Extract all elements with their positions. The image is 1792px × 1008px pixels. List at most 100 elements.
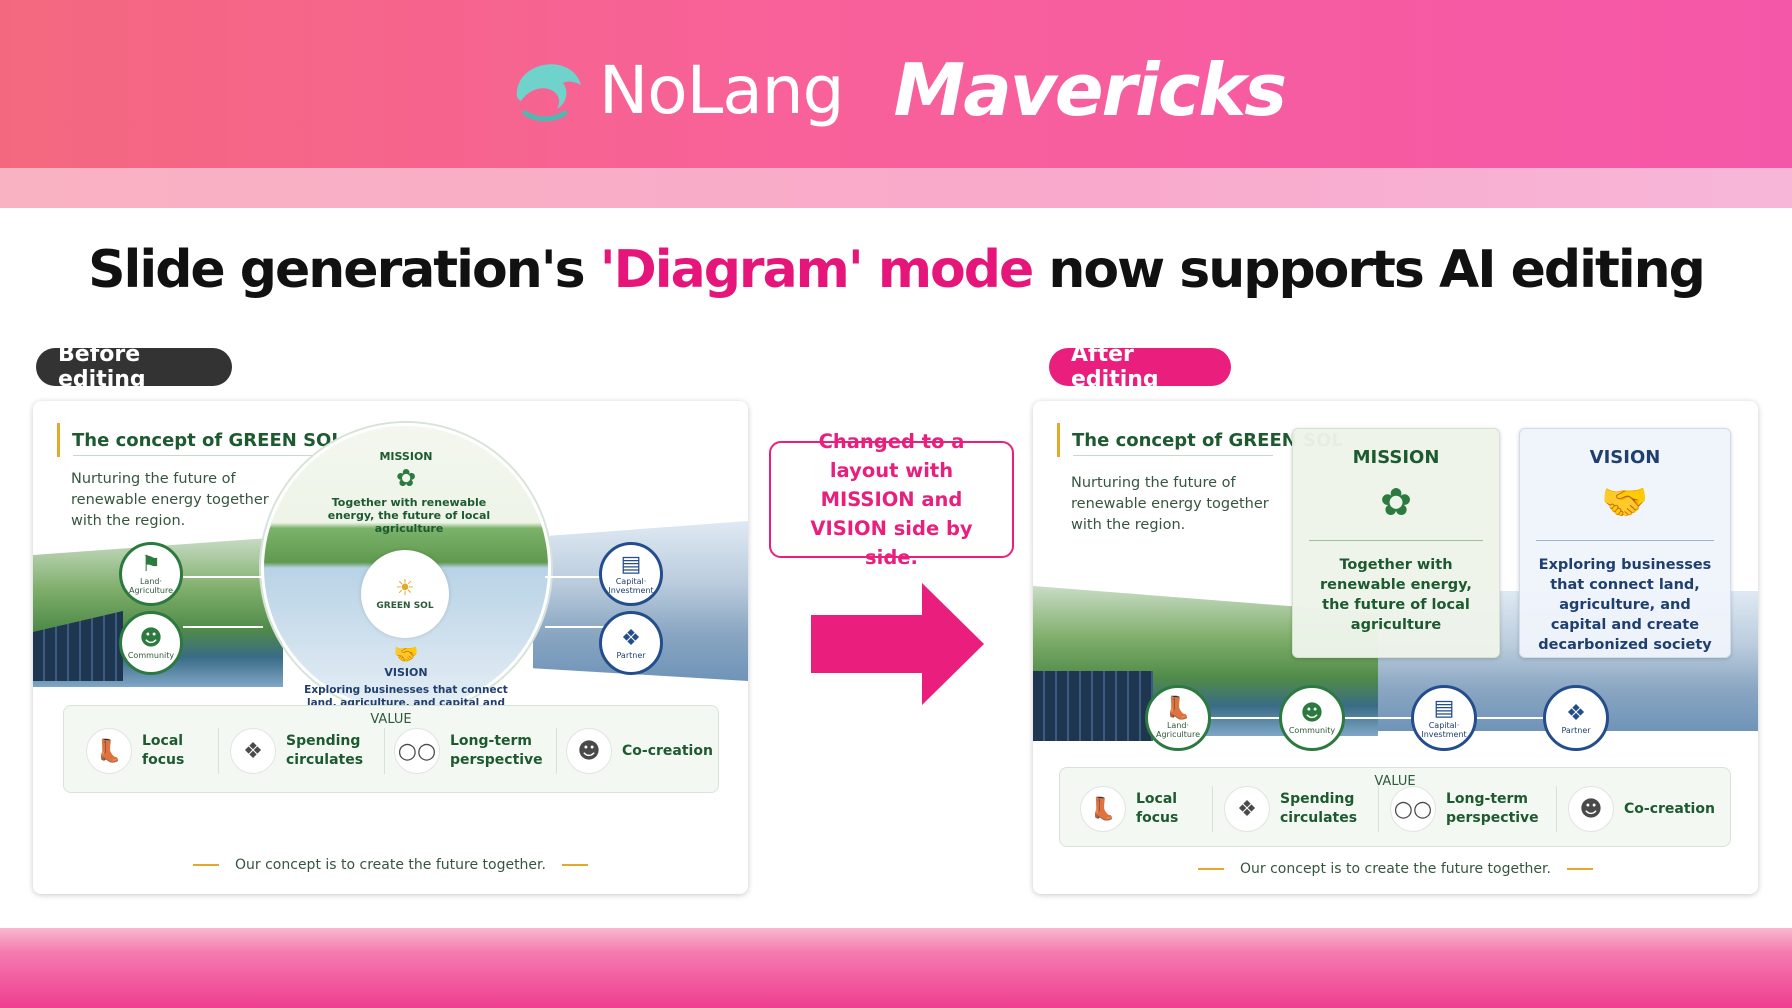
nolang-logo-text: NoLang xyxy=(598,51,845,129)
node-label: Land· Agriculture xyxy=(129,577,173,595)
people-icon: ☻ xyxy=(566,728,612,774)
after-slide: The concept of GREEN SOL Nurturing the f… xyxy=(1033,401,1758,894)
value-divider xyxy=(218,728,219,774)
connector-left-1 xyxy=(183,576,263,578)
node-capital-investment: ▤ Capital· Investment xyxy=(599,542,663,606)
node-label: Capital· Investment xyxy=(1421,721,1467,739)
vision-head: VISION xyxy=(384,666,428,679)
value-label: Spending circulates xyxy=(286,733,364,768)
slide-title: The concept of GREEN SOL xyxy=(1057,423,1343,457)
green-sol-badge: ☀ GREEN SOL xyxy=(361,550,449,638)
tagline-dash xyxy=(1566,868,1593,870)
value-co-creation: ☻ Co-creation xyxy=(1568,786,1724,832)
value-divider xyxy=(556,728,557,774)
node-connector-line xyxy=(1153,717,1583,719)
mission-card: MISSION ✿ Together with renewable energy… xyxy=(1292,428,1500,658)
boot-icon: 👢 xyxy=(1080,786,1126,832)
node-label: Land· Agriculture xyxy=(1156,721,1200,739)
mission-rule xyxy=(1309,540,1483,541)
mission-head: MISSION xyxy=(379,450,433,463)
tagline-text: Our concept is to create the future toge… xyxy=(1240,861,1551,877)
value-box: VALUE 👢 Local focus ❖ Spending circulate… xyxy=(63,705,719,793)
concept-circle: MISSION ✿ Together with renewable energy… xyxy=(261,423,551,713)
value-spending-circulates: ❖ Spending circulates xyxy=(230,728,366,774)
vision-card: VISION 🤝 Exploring businesses that conne… xyxy=(1519,428,1731,658)
tagline-dash xyxy=(1198,868,1225,870)
node-land-agriculture: ⚑ Land· Agriculture xyxy=(119,542,183,606)
value-divider xyxy=(1556,786,1557,832)
value-label: Local focus xyxy=(142,733,185,768)
title-rule xyxy=(73,455,313,456)
vision-head: VISION xyxy=(1589,447,1661,468)
node-label: Partner xyxy=(616,650,646,660)
value-long-term: ○○ Long-term perspective xyxy=(394,728,550,774)
before-slide: The concept of GREEN SOL Nurturing the f… xyxy=(33,401,748,894)
value-spending-circulates: ❖ Spending circulates xyxy=(1224,786,1360,832)
value-divider xyxy=(1212,786,1213,832)
value-title: VALUE xyxy=(370,712,412,727)
binoculars-icon: ○○ xyxy=(394,728,440,774)
brand-row: NoLang Mavericks xyxy=(0,40,1792,140)
solar-panels xyxy=(1033,671,1153,741)
right-arrow-head xyxy=(922,583,984,705)
node-label: Capital· Investment xyxy=(608,577,654,595)
node-community: ☻ Community xyxy=(1279,685,1345,751)
before-editing-label: Before editing xyxy=(36,342,232,392)
people-icon: ☻ xyxy=(139,625,163,651)
node-community: ☻ Community xyxy=(119,611,183,675)
node-capital-investment: ▤ Capital· Investment xyxy=(1411,685,1477,751)
headline-accent: 'Diagram' mode xyxy=(599,240,1035,300)
footer-band xyxy=(0,928,1792,1008)
vision-text: Exploring businesses that connect land, … xyxy=(1538,557,1712,653)
dolphin-icon xyxy=(516,64,581,122)
boot-icon: 👢 xyxy=(86,728,132,774)
tagline: Our concept is to create the future toge… xyxy=(33,857,748,873)
handshake-icon: 🤝 xyxy=(393,642,419,666)
node-partner: ❖ Partner xyxy=(1543,685,1609,751)
mission-text: Together with renewable energy, the futu… xyxy=(1320,557,1472,633)
sprout-hands-icon: ✿ xyxy=(1380,480,1412,524)
value-label: Spending circulates xyxy=(1280,791,1358,826)
sun-icon: ☀ xyxy=(395,576,415,601)
value-co-creation: ☻ Co-creation xyxy=(566,728,722,774)
value-label: Long-term perspective xyxy=(450,733,543,768)
value-label: Long-term perspective xyxy=(1446,791,1539,826)
handshake-icon: ❖ xyxy=(1566,700,1586,726)
mission-head: MISSION xyxy=(1352,447,1440,468)
puzzle-icon: ❖ xyxy=(230,728,276,774)
header-band xyxy=(0,168,1792,208)
mavericks-logo-text: Mavericks xyxy=(893,48,1288,132)
handshake-icon: ❖ xyxy=(621,625,641,651)
tagline-text: Our concept is to create the future toge… xyxy=(235,857,546,873)
headline-part1: Slide generation's xyxy=(88,240,600,300)
mission-text: Together with renewable energy, the futu… xyxy=(327,496,491,535)
value-divider xyxy=(384,728,385,774)
green-sol-label: GREEN SOL xyxy=(376,601,434,611)
tagline-dash xyxy=(561,864,588,866)
people-icon: ☻ xyxy=(1300,700,1324,726)
connector-right-2 xyxy=(545,626,605,628)
headline-part2: now supports AI editing xyxy=(1032,240,1706,300)
node-label: Community xyxy=(127,650,175,660)
binoculars-icon: ○○ xyxy=(1390,786,1436,832)
nolang-brand: NoLang xyxy=(507,51,845,129)
slide-subtitle: Nurturing the future of renewable energy… xyxy=(71,471,269,529)
headline: Slide generation's 'Diagram' mode now su… xyxy=(0,240,1792,300)
value-label: Co-creation xyxy=(622,742,713,759)
change-callout: Changed to a layout with MISSION and VIS… xyxy=(769,430,1014,569)
node-label: Partner xyxy=(1561,725,1591,735)
boot-icon: 👢 xyxy=(1164,696,1192,721)
node-partner: ❖ Partner xyxy=(599,611,663,675)
vision-rule xyxy=(1536,540,1714,541)
handshake-icon: 🤝 xyxy=(1601,480,1649,524)
value-long-term: ○○ Long-term perspective xyxy=(1390,786,1546,832)
value-local-focus: 👢 Local focus xyxy=(1080,786,1180,832)
connector-right-1 xyxy=(545,576,605,578)
value-title: VALUE xyxy=(1374,774,1416,789)
right-arrow-icon xyxy=(811,615,926,673)
value-label: Co-creation xyxy=(1624,800,1715,817)
slide-title: The concept of GREEN SOL xyxy=(57,423,343,457)
tagline: Our concept is to create the future toge… xyxy=(1033,861,1758,877)
bar-chart-icon: ▤ xyxy=(1433,696,1455,721)
value-box: VALUE 👢 Local focus ❖ Spending circulate… xyxy=(1059,767,1731,847)
